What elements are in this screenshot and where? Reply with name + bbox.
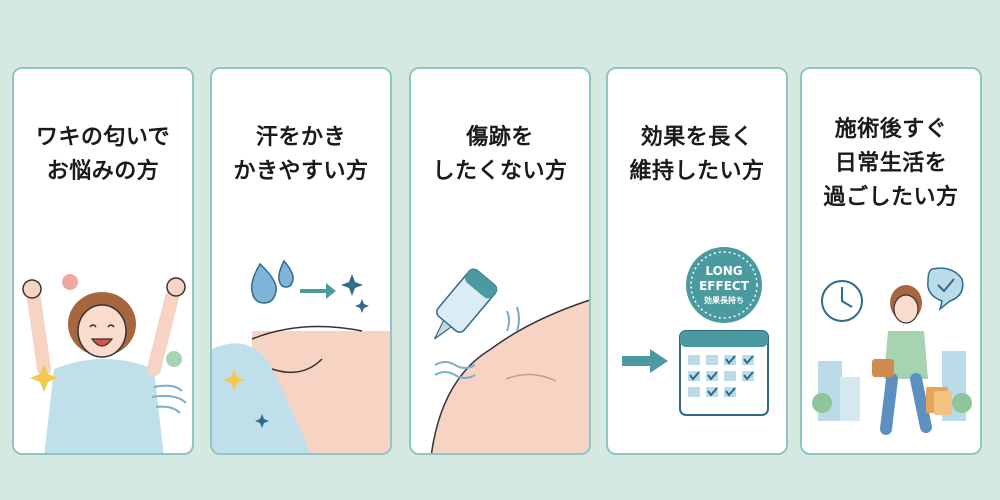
card-odor: ワキの匂いで お悩みの方 (12, 67, 194, 455)
card-title: ワキの匂いで お悩みの方 (35, 125, 171, 184)
card-daily-life: 施術後すぐ 日常生活を 過ごしたい方 (800, 67, 982, 455)
sweat-drop-illustration (212, 259, 390, 453)
walking-woman-illustration (812, 267, 972, 435)
happy-woman-illustration (22, 274, 187, 453)
card-title: 施術後すぐ 日常生活を 過ごしたい方 (823, 117, 959, 210)
card-scar: 傷跡を したくない方 (409, 67, 591, 455)
badge-line2: EFFECT (699, 279, 750, 293)
badge-line1: LONG (705, 264, 742, 278)
card-long-effect: 効果を長く 維持したい方 LONG EFFECT 効果長持ち (606, 67, 788, 455)
card-title: 汗をかき かきやすい方 (233, 125, 369, 184)
long-effect-illustration: LONG EFFECT 効果長持ち (622, 247, 769, 416)
card-title: 効果を長く 維持したい方 (629, 125, 765, 184)
badge-line3: 効果長持ち (704, 295, 744, 305)
long-effect-badge: LONG EFFECT 効果長持ち (686, 247, 762, 323)
card-title: 傷跡を したくない方 (432, 125, 568, 184)
needle-shoulder-illustration (430, 268, 589, 453)
card-sweat: 汗をかき かきやすい方 (210, 67, 392, 455)
